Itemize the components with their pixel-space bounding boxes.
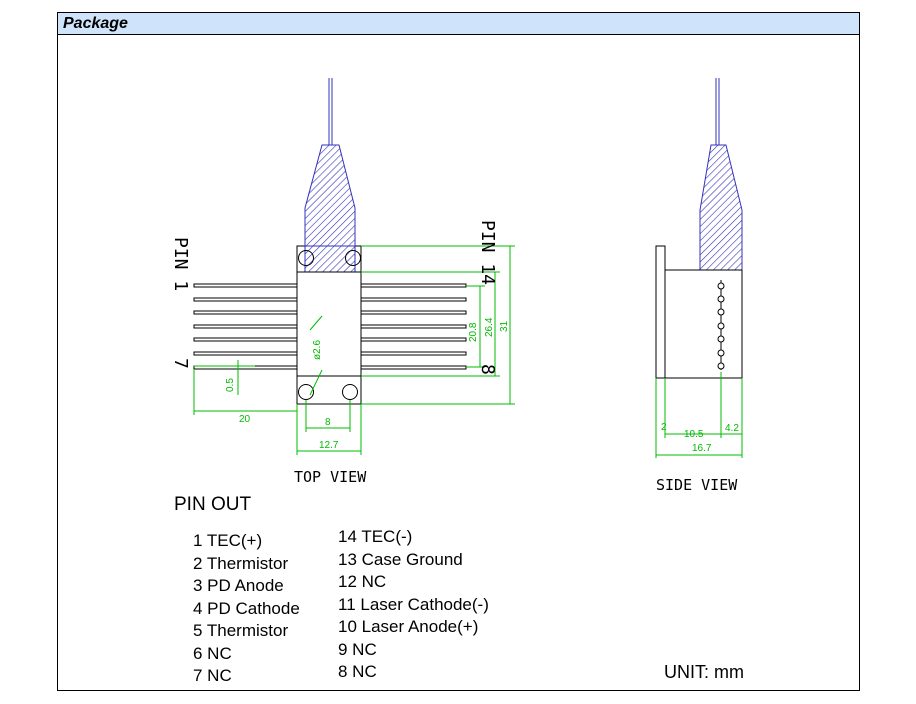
pinout-item: 14 TEC(-) bbox=[338, 527, 413, 546]
dim-pin-length: 20 bbox=[239, 414, 251, 425]
top-view: 0.5 20 8 12.7 ø2.6 20.8 26.4 31 PIN 1 7 … bbox=[170, 78, 515, 455]
side-dimension-labels: 2 10.5 4.2 16.7 bbox=[661, 422, 739, 454]
side-body bbox=[664, 269, 743, 379]
dim-hole-dia: ø2.6 bbox=[312, 340, 323, 360]
dim-body-width: 12.7 bbox=[319, 440, 339, 451]
pin8-label: 8 bbox=[477, 364, 498, 375]
mount-hole-4 bbox=[342, 384, 358, 400]
dim-d3: 31 bbox=[499, 320, 510, 332]
side-view: 2 10.5 4.2 16.7 bbox=[655, 78, 743, 458]
fiber-top bbox=[304, 78, 356, 273]
side-flange bbox=[655, 245, 666, 379]
pinout-item: 13 Case Ground bbox=[338, 549, 463, 569]
pinout-item: 7 NC bbox=[193, 666, 232, 685]
dim-pitch: 0.5 bbox=[225, 378, 236, 392]
side-dimensions bbox=[655, 372, 743, 458]
pinout-item: 12 NC bbox=[338, 572, 387, 591]
top-dimensions bbox=[193, 245, 515, 455]
pinout-item: 1 TEC(+) bbox=[193, 531, 263, 550]
package-panel: Package bbox=[57, 12, 860, 691]
mount-hole-1 bbox=[298, 250, 314, 266]
pinout-item: 6 NC bbox=[193, 643, 232, 663]
fiber-side bbox=[699, 78, 743, 271]
pinout-item: 8 NC bbox=[338, 662, 377, 681]
pin14-label: PIN 14 bbox=[477, 220, 498, 285]
panel-header: Package bbox=[58, 13, 859, 35]
left-pins bbox=[193, 283, 298, 370]
panel-title: Package bbox=[63, 15, 128, 32]
pinout-item: 3 PD Anode bbox=[193, 576, 284, 595]
pinout-left-column: 1 TEC(+) 2 Thermistor 3 PD Anode 4 PD Ca… bbox=[193, 530, 300, 688]
dim-side-a: 2 bbox=[661, 422, 667, 433]
dim-d2: 26.4 bbox=[484, 317, 495, 337]
dim-side-b: 10.5 bbox=[684, 429, 704, 440]
mount-hole-2 bbox=[345, 250, 361, 266]
dim-side-c: 4.2 bbox=[725, 423, 739, 434]
pinout-title: PIN OUT bbox=[174, 494, 252, 515]
pinout-item: 10 Laser Anode(+) bbox=[338, 617, 479, 636]
mount-hole-3 bbox=[298, 384, 314, 400]
pinout-item: 11 Laser Cathode(-) bbox=[338, 594, 489, 614]
pinout-right-column: 14 TEC(-) 13 Case Ground 12 NC 11 Laser … bbox=[338, 526, 489, 684]
pinout-item: 2 Thermistor bbox=[193, 553, 289, 573]
unit-label: UNIT: mm bbox=[664, 662, 744, 682]
top-dimension-labels: 0.5 20 8 12.7 ø2.6 20.8 26.4 31 bbox=[225, 317, 510, 451]
top-view-caption: TOP VIEW bbox=[294, 468, 367, 486]
side-view-caption: SIDE VIEW bbox=[656, 476, 738, 494]
pin-labels: PIN 1 7 PIN 14 8 bbox=[170, 220, 498, 375]
right-pins bbox=[360, 283, 467, 370]
dim-hole-spacing: 8 bbox=[325, 417, 331, 428]
pinout-item: 4 PD Cathode bbox=[193, 598, 300, 618]
pinout-item: 5 Thermistor bbox=[193, 621, 289, 640]
side-pins bbox=[717, 282, 725, 370]
pinout-item: 9 NC bbox=[338, 639, 377, 659]
pin7-label: 7 bbox=[170, 358, 191, 369]
dim-side-total: 16.7 bbox=[692, 443, 712, 454]
dim-d1: 20.8 bbox=[468, 322, 479, 342]
pin1-label: PIN 1 bbox=[170, 237, 191, 291]
